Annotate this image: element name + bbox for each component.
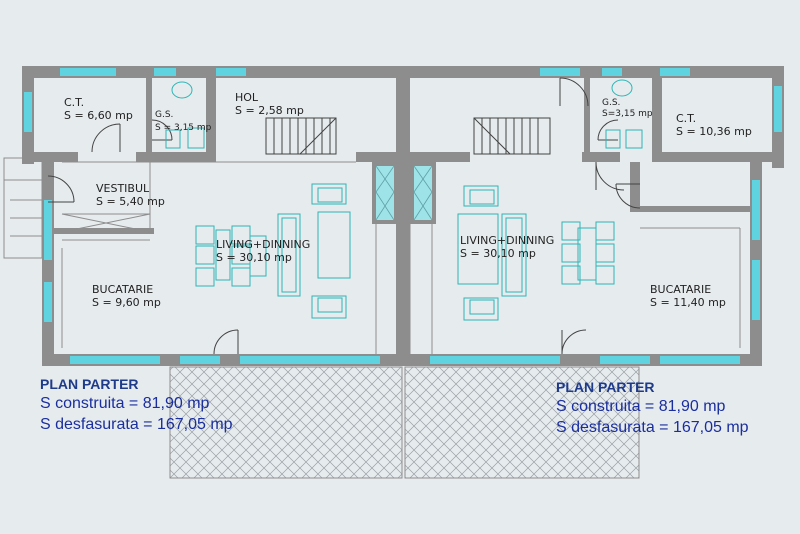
room-name: VESTIBUL [96, 182, 150, 195]
room-name: BUCATARIE [650, 283, 712, 296]
terrace-right [404, 366, 640, 479]
room-hol-left: HOL S = 2,58 mp [235, 91, 304, 117]
terrace-left [169, 366, 403, 479]
summary-developed-area: S desfasurata = 167,05 mp [40, 416, 233, 433]
room-area: S = 3,15 mp [155, 123, 212, 133]
room-name: G.S. [155, 110, 174, 120]
entrance-steps [3, 157, 43, 259]
room-bucatarie-left: BUCATARIE S = 9,60 mp [92, 283, 161, 309]
room-name: BUCATARIE [92, 283, 154, 296]
walls [22, 66, 784, 366]
room-area: S = 30,10 mp [216, 251, 292, 264]
doors [47, 77, 641, 355]
stairs-right [473, 117, 551, 155]
room-gs-right: G.S. S=3,15 mp [602, 98, 653, 120]
sanitary [165, 79, 643, 149]
room-gs-left: G.S. S = 3,15 mp [155, 110, 211, 134]
summary-left: PLAN PARTER S construita = 81,90 mp S de… [40, 375, 233, 435]
summary-built-area: S construita = 81,90 mp [40, 395, 210, 412]
room-living-right: LIVING+DINNING S = 30,10 mp [460, 234, 554, 260]
room-name: LIVING+DINNING [216, 238, 311, 251]
stairs-left [265, 117, 337, 155]
summary-right: PLAN PARTER S construita = 81,90 mp S de… [556, 378, 749, 438]
room-name: LIVING+DINNING [460, 234, 555, 247]
room-bucatarie-right: BUCATARIE S = 11,40 mp [650, 283, 726, 309]
room-name: HOL [235, 91, 259, 104]
room-area: S = 11,40 mp [650, 296, 726, 309]
furniture-left [195, 183, 351, 319]
kitchen-counters [61, 228, 741, 348]
room-name: C.T. [64, 96, 85, 109]
summary-title: PLAN PARTER [556, 379, 655, 395]
summary-built-area: S construita = 81,90 mp [556, 398, 726, 415]
room-name: G.S. [602, 98, 621, 108]
room-vestibul-left: VESTIBUL S = 5,40 mp [96, 182, 165, 208]
stair-core [375, 165, 433, 221]
summary-developed-area: S desfasurata = 167,05 mp [556, 419, 749, 436]
room-name: C.T. [676, 112, 697, 125]
furniture-right [457, 185, 615, 321]
room-area: S=3,15 mp [602, 109, 653, 119]
room-ct-right: C.T. S = 10,36 mp [676, 112, 752, 138]
room-area: S = 10,36 mp [676, 125, 752, 138]
windows [24, 68, 782, 364]
room-area: S = 6,60 mp [64, 109, 133, 122]
summary-title: PLAN PARTER [40, 376, 139, 392]
room-area: S = 9,60 mp [92, 296, 161, 309]
room-area: S = 5,40 mp [96, 195, 165, 208]
room-area: S = 2,58 mp [235, 104, 304, 117]
room-ct-left: C.T. S = 6,60 mp [64, 96, 133, 122]
vestibul-closet [61, 213, 151, 233]
room-living-left: LIVING+DINNING S = 30,10 mp [216, 238, 310, 264]
room-area: S = 30,10 mp [460, 247, 536, 260]
